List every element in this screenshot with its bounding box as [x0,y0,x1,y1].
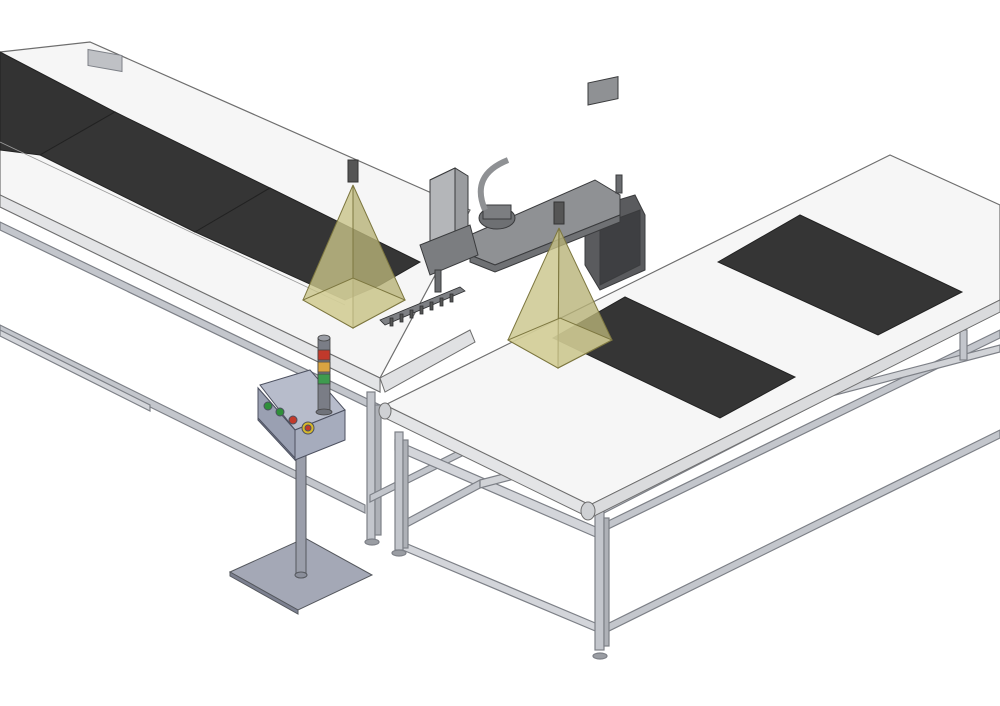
camera-left-icon [347,159,359,183]
scara-robot [419,76,646,293]
robot-cable [477,157,510,212]
camera-right-icon [553,201,565,225]
signal-tower [315,334,333,416]
panel-5 [716,214,964,336]
gripper-bar [379,286,466,327]
conveyor-left-end-roller [379,329,476,393]
lamp-amber-icon [317,361,331,373]
button-red-icon [288,415,298,425]
button-green-2-icon [275,407,285,417]
panel-4 [551,296,797,419]
conveyor-left-belt-side [0,194,381,393]
stand-pole [295,439,307,576]
camera-cone-right [506,201,614,369]
control-stand [228,439,374,615]
lamp-green-icon [317,373,331,385]
lamp-red-icon [317,349,331,361]
button-green-icon [263,401,273,411]
conveyor-right [378,154,1000,521]
camera-cone-left [301,159,407,329]
